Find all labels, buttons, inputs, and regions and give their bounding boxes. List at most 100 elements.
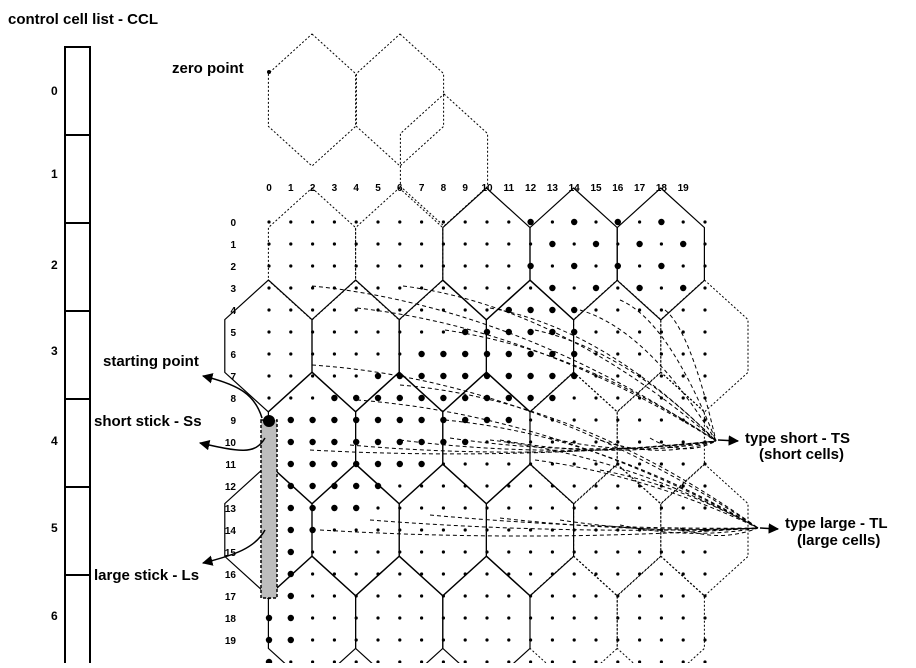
lattice-dot [463, 616, 467, 620]
ccl-cell-label: 2 [51, 258, 58, 272]
lattice-dot [550, 506, 555, 510]
lattice-dot [485, 264, 489, 268]
lattice-dot [485, 616, 489, 620]
lattice-dot [594, 484, 598, 488]
lattice-dot [681, 396, 685, 400]
lattice-dot [550, 484, 555, 488]
control-cell-list: 0 1 2 3 4 5 6 [51, 46, 91, 668]
lattice-dot [420, 286, 424, 290]
lattice-dot [353, 416, 360, 424]
type-large-connector [499, 517, 759, 530]
lattice-dot [311, 396, 315, 400]
ccl-outline [64, 46, 91, 668]
lattice-dot [289, 330, 293, 334]
lattice-dot [614, 262, 621, 270]
lattice-dot [703, 638, 707, 642]
lattice-dot [287, 636, 294, 644]
lattice-dot [331, 394, 338, 402]
lattice-dot [681, 352, 685, 356]
lattice-dot [529, 572, 533, 576]
grid-hexagon [616, 555, 705, 668]
column-index-label: 12 [525, 183, 537, 194]
type-large-connector [429, 514, 759, 529]
lattice-dot [659, 616, 664, 620]
lattice-dot [594, 550, 598, 554]
lattice-dot [463, 286, 467, 290]
ccl-cell-label: 3 [51, 344, 58, 358]
lattice-dot [289, 286, 293, 290]
lattice-dot [703, 616, 707, 620]
lattice-dot [287, 416, 294, 424]
lattice-dot [311, 220, 315, 224]
lattice-dot [354, 220, 358, 224]
lattice-dot [267, 352, 271, 356]
column-index-label: 10 [481, 183, 493, 194]
lattice-dot [398, 484, 402, 488]
lattice-dot [594, 396, 598, 400]
column-index-label: 6 [397, 183, 403, 194]
lattice-dot [354, 308, 358, 312]
lattice-dot [331, 460, 338, 468]
lattice-dot [376, 594, 380, 598]
upper-hexagon [267, 33, 357, 167]
lattice-dot [354, 330, 358, 334]
lattice-dot [550, 264, 555, 268]
lattice-dot [638, 462, 642, 466]
type-short-connector [664, 309, 717, 442]
lattice-dot [441, 484, 445, 488]
large-stick-label: large stick - Ls [94, 567, 199, 584]
lattice-dot [287, 438, 294, 446]
lattice-dot [703, 264, 707, 268]
type-short-connector [619, 299, 717, 442]
lattice-dot [420, 308, 424, 312]
lattice-dot [396, 394, 403, 402]
lattice-dot [420, 616, 424, 620]
lattice-dot [571, 306, 578, 314]
lattice-dot [398, 264, 402, 268]
lattice-dot [616, 352, 620, 356]
lattice-dot [507, 572, 511, 576]
lattice-dot [572, 418, 576, 422]
lattice-dot [463, 308, 467, 312]
grid-hexagon [355, 187, 444, 321]
lattice-dot [638, 550, 642, 554]
zero-point-marker [267, 70, 271, 74]
lattice-dot [485, 462, 489, 466]
lattice-dot [267, 330, 271, 334]
column-index-label: 7 [419, 183, 425, 194]
lattice-dot [354, 286, 358, 290]
lattice-dot [265, 658, 273, 666]
row-index-label: 11 [225, 460, 236, 471]
lattice-dot [485, 638, 489, 642]
lattice-dot [507, 220, 511, 224]
lattice-dot [594, 418, 598, 422]
lattice-dot [441, 330, 445, 334]
lattice-dot [703, 550, 707, 554]
lattice-dot [440, 394, 447, 402]
row-index-label: 16 [225, 570, 237, 581]
lattice-dot [441, 264, 445, 268]
lattice-dot [354, 616, 358, 620]
row-index-label: 5 [230, 328, 236, 339]
lattice-dot [485, 220, 489, 224]
lattice-dot [463, 242, 467, 246]
lattice-dot [505, 416, 512, 424]
lattice-dot [659, 374, 664, 378]
lattice-dot [638, 572, 642, 576]
short-stick-arrow [198, 437, 266, 451]
lattice-dot [441, 286, 445, 290]
lattice-dot [529, 462, 533, 466]
lattice-dot [463, 506, 467, 510]
lattice-dot [332, 308, 336, 312]
type-short-connector [534, 329, 717, 442]
lattice-dot [594, 440, 598, 444]
lattice-dot [681, 506, 685, 510]
lattice-dot [309, 460, 316, 468]
lattice-dot [311, 308, 315, 312]
lattice-dot [463, 220, 467, 224]
lattice-dot [616, 440, 620, 444]
lattice-dot [681, 330, 685, 334]
ccl-cell-label: 1 [51, 167, 58, 181]
column-index-label: 8 [441, 183, 447, 194]
